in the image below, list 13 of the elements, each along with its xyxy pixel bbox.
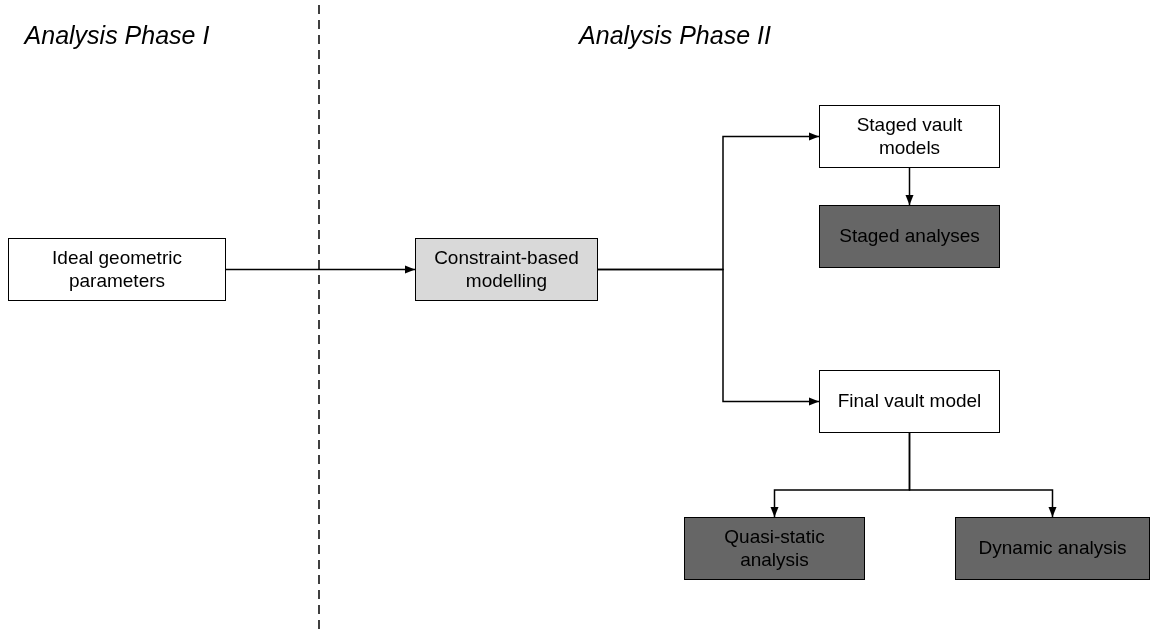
- process-box: Dynamic analysis: [955, 517, 1150, 580]
- phase-heading: Analysis Phase II: [577, 20, 772, 51]
- process-box: Staged analyses: [819, 205, 1000, 268]
- arrow: [905, 167, 914, 206]
- arrow: [908, 432, 1057, 518]
- process-box: Final vault model: [819, 370, 1000, 433]
- arrow: [597, 268, 820, 406]
- arrow: [225, 265, 416, 274]
- process-box: Constraint-based modelling: [415, 238, 598, 301]
- process-box: Staged vault models: [819, 105, 1000, 168]
- process-box: Ideal geometric parameters: [8, 238, 226, 301]
- phase-heading: Analysis Phase I: [22, 20, 211, 51]
- process-box: Quasi-static analysis: [684, 517, 865, 580]
